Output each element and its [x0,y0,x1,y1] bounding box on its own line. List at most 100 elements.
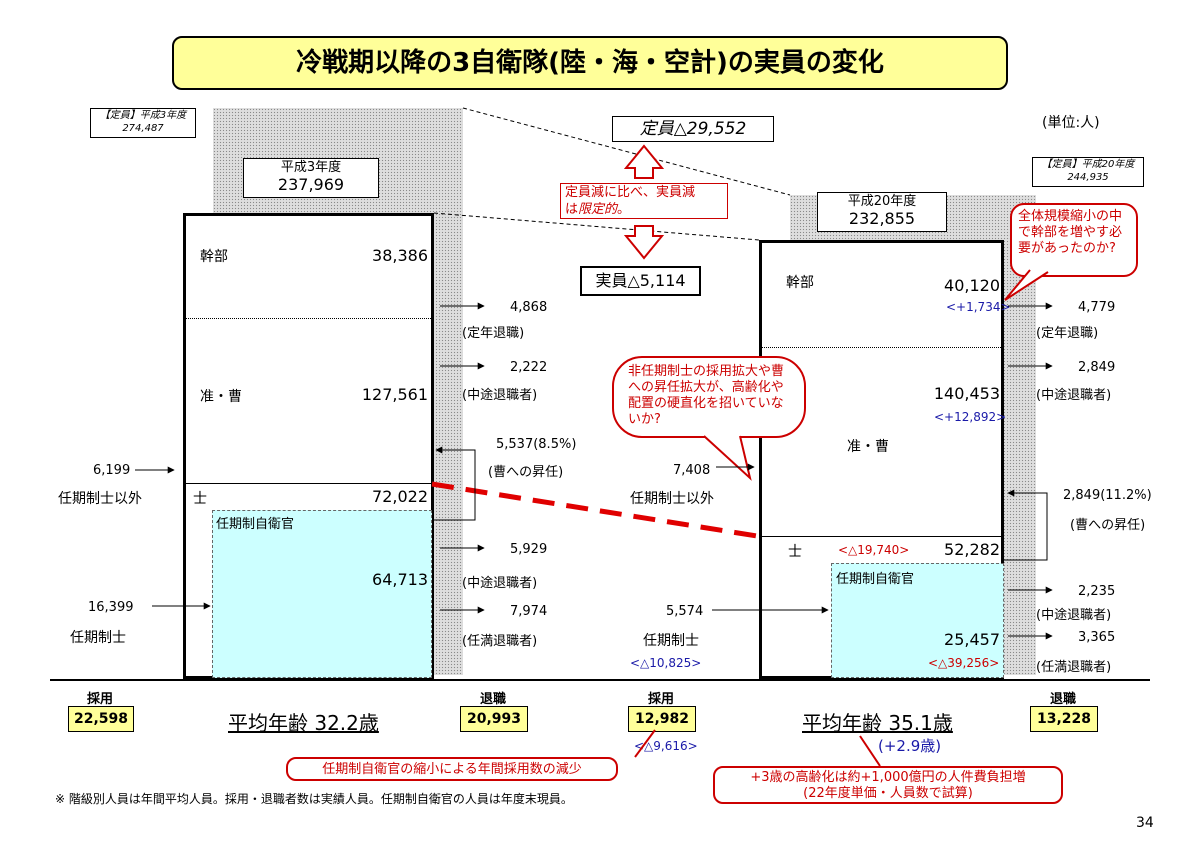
rigid-callout-text: 非任期制士の採用拡大や曹への昇任拡大が、高齢化や配置の硬直化を招いていないか? [628,364,785,427]
right-in-non-label: 任期制士以外 [630,491,714,507]
left-junso-label: 准・曹 [200,389,242,405]
right-in-ninki-value: 5,574 [666,604,704,619]
left-total: 237,969 [277,175,345,194]
limited-text-1: 定員減に比べ、実員減 [565,185,696,200]
quota-gap-arrow [623,144,665,260]
quota-change-box: 定員△29,552 [612,116,774,142]
right-retire-header: 退職 [1049,692,1076,707]
cadre-callout-text: 全体規模縮小の中で幹部を増やす必要があったのか? [1018,209,1123,256]
left-promo-arrow [434,446,476,521]
right-in-ninki-label: 任期制士 [643,633,699,649]
right-ninki-value: 25,457 [944,630,1000,649]
right-kanbu-value: 40,120 [944,276,1000,295]
right-ninki-change: <△39,256> [928,656,1000,670]
right-in-ninki-change: <△10,825> [630,656,702,670]
right-kanbu-change: <+1,734> [946,300,1011,314]
left-promo-label: (曹への昇任) [488,465,564,480]
left-out-value: 4,868 [510,300,548,315]
right-retire-value: 13,228 [1030,706,1098,732]
right-year-box: 平成20年度 232,855 [817,192,947,232]
right-quota-label: 【定員】平成20年度 [1041,159,1135,170]
left-out-value: 5,929 [510,542,548,557]
recruit-callout: 任期制自衛官の縮小による年間採用数の減少 [286,757,618,781]
right-junso-change: <+12,892> [934,410,1007,424]
quota-change: 定員△29,552 [639,119,747,139]
right-out-label: (中途退職者) [1036,388,1112,403]
baseline [50,679,1150,681]
left-retire-header: 退職 [479,692,506,707]
right-shi-change: <△19,740> [838,543,910,557]
quota-connector-line [462,107,791,196]
right-total: 232,855 [848,209,916,228]
left-kanbu-label: 幹部 [200,249,228,265]
left-in-non-label: 任期制士以外 [58,491,142,507]
cost-callout: +3歳の高齢化は約+1,000億円の人件費負担増 (22年度単価・人員数で試算) [713,766,1063,804]
right-shi-label: 士 [788,544,802,560]
unit-label: (単位:人) [1042,115,1100,131]
rigid-callout: 非任期制士の採用拡大や曹への昇任拡大が、高齢化や配置の硬直化を招いていないか? [612,356,806,438]
left-in-non-value: 6,199 [93,463,131,478]
limited-reduction-callout: 定員減に比べ、実員減 は限定的。 [560,183,728,219]
right-quota-box: 【定員】平成20年度 244,935 [1032,157,1144,187]
right-out-value: 4,779 [1078,300,1116,315]
left-junso-value: 127,561 [361,385,428,404]
left-ninki-box [212,510,432,678]
shi-trend-line [431,481,758,539]
right-out-value: 2,235 [1078,584,1116,599]
right-out-value: 3,365 [1078,630,1116,645]
rigid-callout-tail [703,435,752,481]
right-quota-value: 244,935 [1067,172,1109,183]
right-hire-value: 12,982 [628,706,696,732]
left-kanbu-value: 38,386 [372,246,428,265]
left-hire-header: 採用 [86,692,113,707]
right-kanbu-divider [762,347,1001,348]
left-promo-value: 5,537(8.5%) [496,437,577,452]
left-shi-divider [186,483,431,484]
right-average-age-change: (+2.9歳) [878,737,942,755]
actual-change-box: 実員△5,114 [580,266,701,296]
right-promo-arrow [1004,489,1048,561]
right-out-label: (中途退職者) [1036,608,1112,623]
cadre-callout-tail [1004,269,1049,301]
left-retire-value: 20,993 [460,706,528,732]
page-number: 34 [1136,815,1154,831]
left-out-value: 7,974 [510,604,548,619]
limited-text-row: は限定的。 [565,201,727,218]
left-out-value: 2,222 [510,360,548,375]
left-year-label: 平成3年度 [280,160,342,175]
left-out-label: (定年退職) [462,326,525,341]
right-hire-change: <△9,616> [634,739,698,753]
right-out-label: (任満退職者) [1036,660,1112,675]
page-title: 冷戦期以降の3自衛隊(陸・海・空計)の実員の変化 [172,36,1008,90]
cost-callout-text: +3歳の高齢化は約+1,000億円の人件費負担増 [750,770,1026,785]
actual-change: 実員△5,114 [595,271,686,290]
right-kanbu-label: 幹部 [786,275,814,291]
left-average-age: 平均年齢 32.2歳 [228,711,379,735]
left-ninki-value: 64,713 [372,570,428,589]
right-hire-header: 採用 [647,692,674,707]
limited-text-4: 。 [617,202,631,217]
left-quota-box: 【定員】平成3年度 274,487 [90,108,196,138]
left-shi-label: 士 [193,491,207,507]
right-ninki-box [831,563,1004,678]
recruit-callout-text: 任期制自衛官の縮小による年間採用数の減少 [322,762,582,777]
left-out-label: (中途退職者) [462,576,538,591]
cost-callout-note: (22年度単価・人員数で試算) [803,786,973,801]
footnote: ※ 階級別人員は年間平均人員。採用・退職者数は実績人員。任期制自衛官の人員は年度… [55,792,573,806]
left-year-box: 平成3年度 237,969 [243,158,379,198]
right-in-non-value: 7,408 [673,463,711,478]
left-kanbu-divider [186,318,431,319]
left-in-ninki-label: 任期制士 [70,630,126,646]
right-junso-value: 140,453 [933,384,1000,403]
right-out-label: (定年退職) [1036,326,1099,341]
right-shi-value: 52,282 [944,540,1000,559]
cadre-callout: 全体規模縮小の中で幹部を増やす必要があったのか? [1010,203,1138,277]
cost-callout-pointer [859,735,881,767]
right-promo-value: 2,849(11.2%) [1063,488,1152,503]
right-shi-divider [762,536,1001,537]
left-quota-value: 274,487 [122,123,164,134]
left-in-ninki-value: 16,399 [88,600,134,615]
right-promo-label: (曹への昇任) [1070,518,1146,533]
left-shi-value: 72,022 [372,487,428,506]
